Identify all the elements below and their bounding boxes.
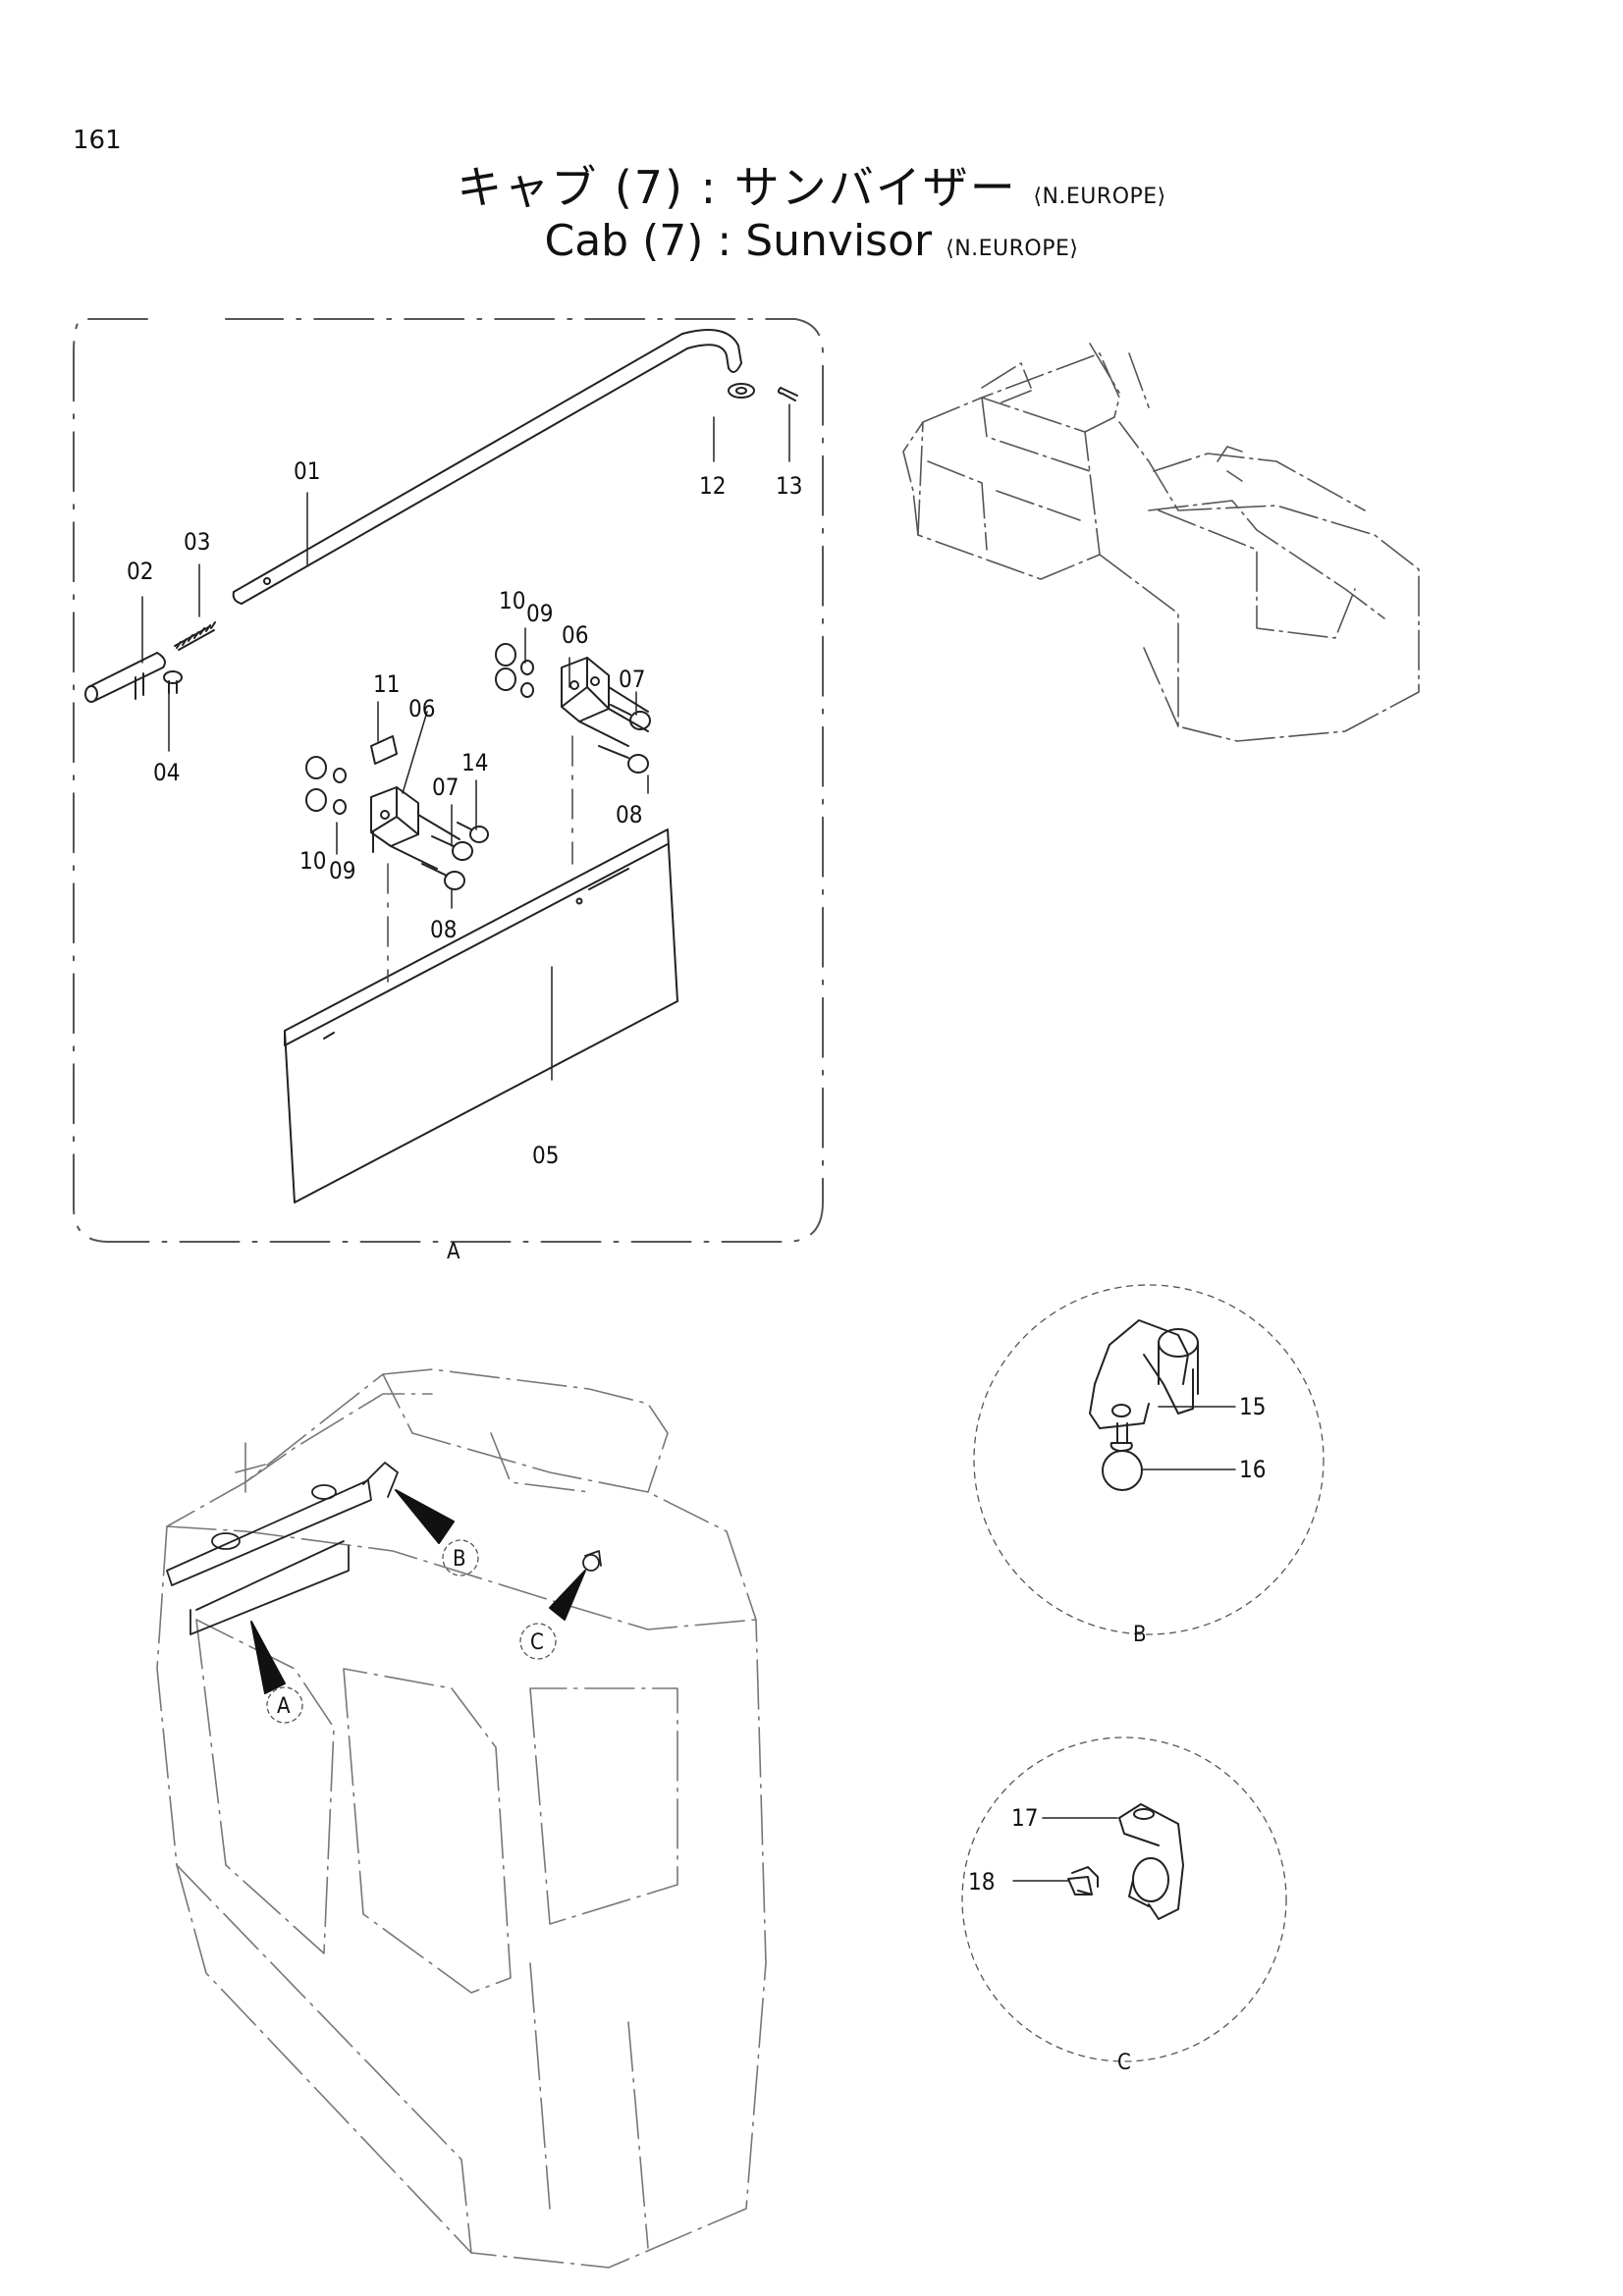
plate-11 <box>370 735 398 765</box>
title-english-region: ⟨N.EUROPE⟩ <box>946 237 1079 261</box>
label-10-lower: 10 <box>299 847 326 875</box>
nut-10-lower <box>305 756 327 812</box>
excavator-overview <box>902 343 1420 742</box>
bracket-06-lower <box>370 786 460 870</box>
screw-14 <box>457 822 489 843</box>
label-07-lower: 07 <box>432 774 459 801</box>
label-09-lower: 09 <box>329 857 355 884</box>
callout-label-a: A <box>277 1694 291 1719</box>
label-04: 04 <box>153 759 180 786</box>
label-02: 02 <box>127 558 153 585</box>
title-japanese-region: ⟨N.EUROPE⟩ <box>1033 185 1166 209</box>
part-labels: 01 02 03 04 05 06 06 07 07 08 08 09 09 1… <box>127 457 1266 1896</box>
label-detail-c: C <box>1117 2051 1131 2075</box>
screw-04 <box>163 670 183 694</box>
cab-sunvisor-rod <box>166 1462 602 1635</box>
detail-letters: A B C A B C <box>277 1240 1147 2075</box>
ball-stud-16 <box>1102 1422 1143 1491</box>
bolt-07-lower <box>431 835 473 861</box>
label-12: 12 <box>699 472 726 500</box>
bracket-06-upper <box>561 657 649 747</box>
callout-pointers <box>250 1489 586 1694</box>
label-15: 15 <box>1239 1393 1266 1420</box>
label-08-upper: 08 <box>616 801 642 828</box>
label-14: 14 <box>461 749 488 776</box>
detail-c-circle <box>961 1736 1287 2062</box>
callout-circles <box>266 1539 557 1724</box>
bolt-08-lower <box>421 863 465 890</box>
pin-13 <box>777 387 798 401</box>
leader-lines-a <box>141 403 790 1081</box>
detail-b-circle <box>973 1284 1325 1635</box>
label-03: 03 <box>184 528 210 556</box>
lock-washer-09-upper <box>520 660 534 698</box>
rod-01 <box>232 329 742 605</box>
label-01: 01 <box>294 457 320 485</box>
callout-label-b: B <box>453 1547 466 1572</box>
handle-02 <box>84 652 166 703</box>
label-detail-b: B <box>1133 1623 1147 1647</box>
label-07-upper: 07 <box>619 666 645 693</box>
label-06-upper: 06 <box>562 621 588 649</box>
label-08-lower: 08 <box>430 916 457 943</box>
label-17: 17 <box>1011 1804 1038 1832</box>
lock-washer-09-lower <box>333 768 347 815</box>
nut-10-upper <box>495 643 516 691</box>
bolt-08-upper <box>598 745 649 774</box>
label-06-lower: 06 <box>408 695 435 722</box>
label-11: 11 <box>373 670 400 698</box>
spring-03 <box>174 621 216 651</box>
title-english-main: Cab (7) : Sunvisor <box>544 216 933 266</box>
cab-view <box>156 1368 767 2269</box>
washer-12 <box>728 383 755 399</box>
title-japanese-main: キャブ (7) : サンバイザー <box>457 161 1017 214</box>
callout-label-c: C <box>530 1630 544 1655</box>
leader-lines-c <box>1012 1817 1118 1882</box>
label-16: 16 <box>1239 1456 1266 1483</box>
assembly-lines <box>387 735 573 983</box>
sunvisor-panel-05 <box>284 828 678 1203</box>
label-13: 13 <box>776 472 802 500</box>
bolt-07-upper <box>610 704 651 730</box>
title-japanese: キャブ (7) : サンバイザー ⟨N.EUROPE⟩ <box>0 152 1623 217</box>
label-detail-a: A <box>447 1240 460 1264</box>
label-10-upper: 10 <box>499 587 525 614</box>
bracket-15 <box>1089 1319 1199 1429</box>
label-05: 05 <box>532 1142 559 1169</box>
leader-lines-b <box>1141 1406 1236 1470</box>
title-english: Cab (7) : Sunvisor ⟨N.EUROPE⟩ <box>0 216 1623 266</box>
label-18: 18 <box>968 1868 995 1896</box>
screw-18 <box>1067 1866 1099 1896</box>
clip-17 <box>1118 1803 1184 1920</box>
label-09-upper: 09 <box>526 600 553 627</box>
page-number: 161 <box>73 126 122 155</box>
